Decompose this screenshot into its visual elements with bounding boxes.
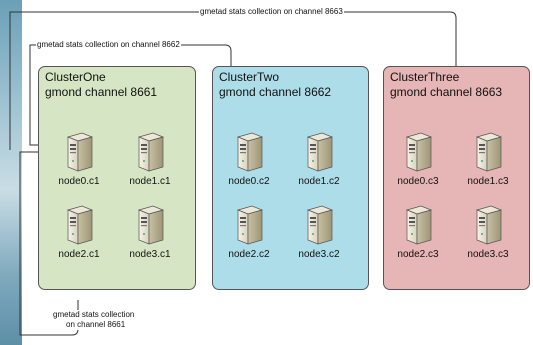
cluster-one-title: ClusterOne gmond channel 8661 bbox=[45, 70, 157, 100]
node[interactable]: node3.c3 bbox=[458, 204, 518, 261]
cluster-three-channel: gmond channel 8663 bbox=[390, 85, 503, 99]
node-label: node0.c3 bbox=[397, 176, 439, 187]
node[interactable]: node1.c2 bbox=[289, 131, 349, 188]
cluster-two-name: ClusterTwo bbox=[219, 70, 280, 84]
cluster-two: ClusterTwo gmond channel 8662 bbox=[212, 66, 369, 290]
server-tower-icon bbox=[388, 131, 448, 173]
server-tower-icon bbox=[458, 204, 518, 246]
node[interactable]: node2.c3 bbox=[388, 204, 448, 261]
node-label: node3.c2 bbox=[298, 249, 340, 260]
node-label: node1.c1 bbox=[129, 176, 171, 187]
node-label: node0.c1 bbox=[58, 176, 100, 187]
cluster-three-title: ClusterThree gmond channel 8663 bbox=[390, 70, 502, 100]
label-channel-8662: gmetad stats collection on channel 8662 bbox=[36, 40, 181, 50]
node-label: node2.c1 bbox=[58, 249, 100, 260]
cluster-one-name: ClusterOne bbox=[45, 70, 106, 84]
server-tower-icon bbox=[289, 131, 349, 173]
connector-8663 bbox=[9, 11, 457, 150]
node[interactable]: node2.c2 bbox=[219, 204, 279, 261]
node-label: node1.c3 bbox=[467, 176, 509, 187]
node[interactable]: node0.c1 bbox=[49, 131, 109, 188]
node[interactable]: node3.c2 bbox=[289, 204, 349, 261]
cluster-two-channel: gmond channel 8662 bbox=[219, 85, 332, 99]
cluster-three-name: ClusterThree bbox=[390, 70, 460, 84]
server-tower-icon bbox=[120, 204, 180, 246]
server-tower-icon bbox=[219, 204, 279, 246]
node[interactable]: node1.c3 bbox=[458, 131, 518, 188]
node-label: node0.c2 bbox=[228, 176, 270, 187]
label-channel-8663: gmetad stats collection on channel 8663 bbox=[199, 7, 344, 17]
cluster-three: ClusterThree gmond channel 8663 bbox=[383, 66, 530, 290]
node[interactable]: node3.c1 bbox=[120, 204, 180, 261]
server-tower-icon bbox=[458, 131, 518, 173]
server-tower-icon bbox=[49, 204, 109, 246]
node[interactable]: node1.c1 bbox=[120, 131, 180, 188]
server-tower-icon bbox=[388, 204, 448, 246]
server-tower-icon bbox=[289, 204, 349, 246]
node-label: node2.c2 bbox=[228, 249, 270, 260]
node-label: node3.c3 bbox=[467, 249, 509, 260]
label-channel-8661-line2: on channel 8661 bbox=[65, 320, 127, 330]
cluster-one-channel: gmond channel 8661 bbox=[45, 85, 158, 99]
node[interactable]: node2.c1 bbox=[49, 204, 109, 261]
server-tower-icon bbox=[219, 131, 279, 173]
node-label: node1.c2 bbox=[298, 176, 340, 187]
label-channel-8661-line1: gmetad stats collection bbox=[52, 310, 136, 320]
cluster-two-title: ClusterTwo gmond channel 8662 bbox=[219, 70, 331, 100]
node-label: node2.c3 bbox=[397, 249, 439, 260]
node-label: node3.c1 bbox=[129, 249, 171, 260]
cluster-one: ClusterOne gmond channel 8661 bbox=[38, 66, 196, 290]
node[interactable]: node0.c2 bbox=[219, 131, 279, 188]
node[interactable]: node0.c3 bbox=[388, 131, 448, 188]
server-tower-icon bbox=[120, 131, 180, 173]
server-tower-icon bbox=[49, 131, 109, 173]
